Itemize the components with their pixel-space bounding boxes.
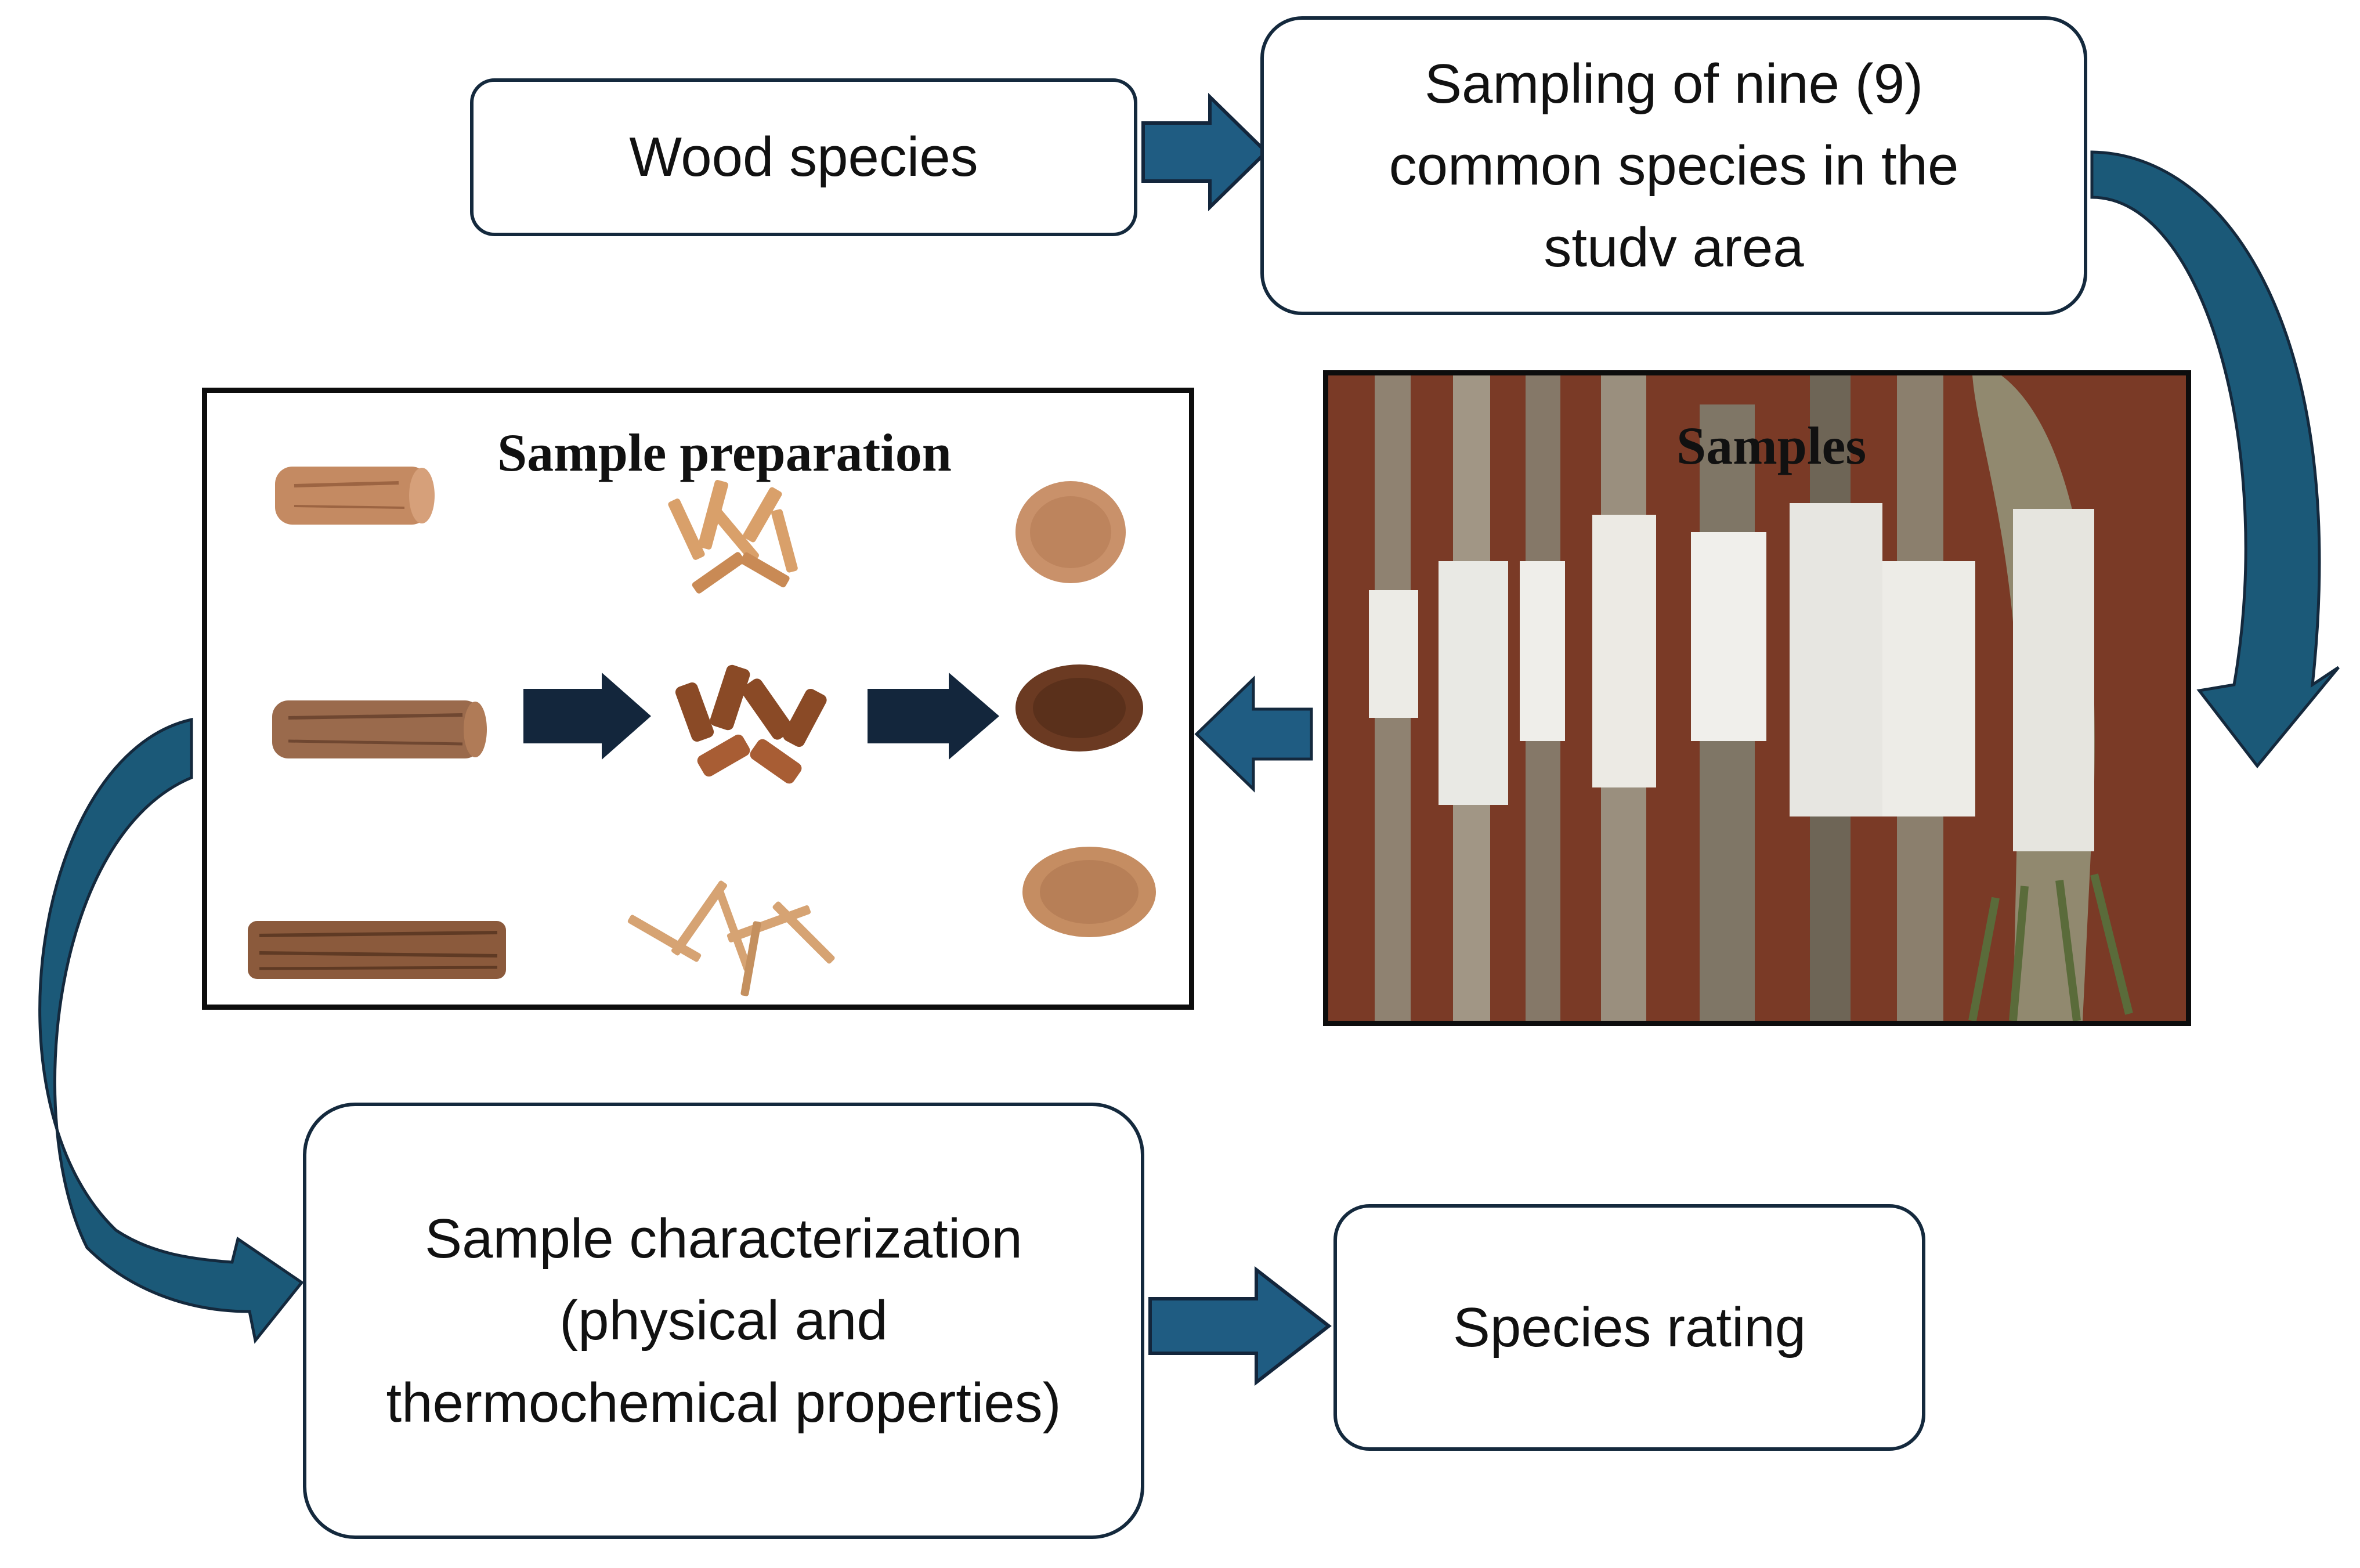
right-block-arrow-icon — [1148, 1266, 1332, 1386]
wood-billet-icon — [248, 921, 506, 979]
labeled-stick-icon — [1439, 375, 1508, 1021]
curved-arrow-icon — [2090, 150, 2340, 769]
samples-photo-panel: Samples — [1323, 370, 2191, 1026]
wood-billet-icon — [275, 467, 435, 525]
labeled-stick-icon — [1968, 375, 2133, 1021]
samples-photo — [1328, 375, 2186, 1021]
right-block-arrow-icon — [1141, 92, 1269, 212]
wood-chips-icon — [668, 480, 798, 594]
wood-species-box: Wood species — [470, 78, 1137, 236]
sampling-label-line-2: common species in the — [1389, 134, 1959, 197]
sample-preparation-panel: Sample preparation — [202, 388, 1194, 1010]
wood-species-label: Wood species — [629, 126, 978, 189]
left-block-arrow-icon — [1194, 675, 1313, 793]
curved-arrow-icon — [38, 717, 304, 1344]
right-block-arrow-icon — [868, 673, 999, 760]
labeled-stick-icon — [1882, 375, 1975, 1021]
labeled-stick-icon — [1790, 375, 1882, 1021]
wood-billet-icon — [272, 700, 487, 758]
wood-powder-icon — [1015, 664, 1143, 752]
species-rating-box: Species rating — [1333, 1204, 1925, 1451]
labeled-stick-icon — [1592, 375, 1656, 1021]
wood-chips-icon — [675, 664, 827, 784]
labeled-stick-icon — [1520, 375, 1565, 1021]
wood-powder-icon — [1015, 481, 1126, 583]
sampling-label-line-3: studv area — [1544, 216, 1804, 279]
labeled-stick-icon — [1691, 404, 1766, 1021]
labeled-stick-icon — [1369, 375, 1418, 1021]
wood-powder-icon — [1022, 847, 1156, 937]
sampling-box: Sampling of nine (9) common species in t… — [1260, 16, 2087, 315]
samples-title: Samples — [1676, 416, 1867, 475]
preparation-illustration — [248, 467, 1156, 996]
sample-preparation-title: Sample preparation — [497, 423, 952, 482]
right-block-arrow-icon — [523, 673, 651, 760]
characterization-label-line-2: (physical and — [559, 1289, 888, 1352]
characterization-label-line-3: thermochemical properties) — [386, 1371, 1061, 1434]
species-rating-label: Species rating — [1452, 1296, 1806, 1359]
sampling-label-line-1: Sampling of nine (9) — [1424, 52, 1924, 115]
sample-characterization-box: Sample characterization (physical and th… — [303, 1103, 1144, 1539]
wood-chips-icon — [627, 880, 835, 996]
characterization-label-line-1: Sample characterization — [425, 1208, 1022, 1270]
